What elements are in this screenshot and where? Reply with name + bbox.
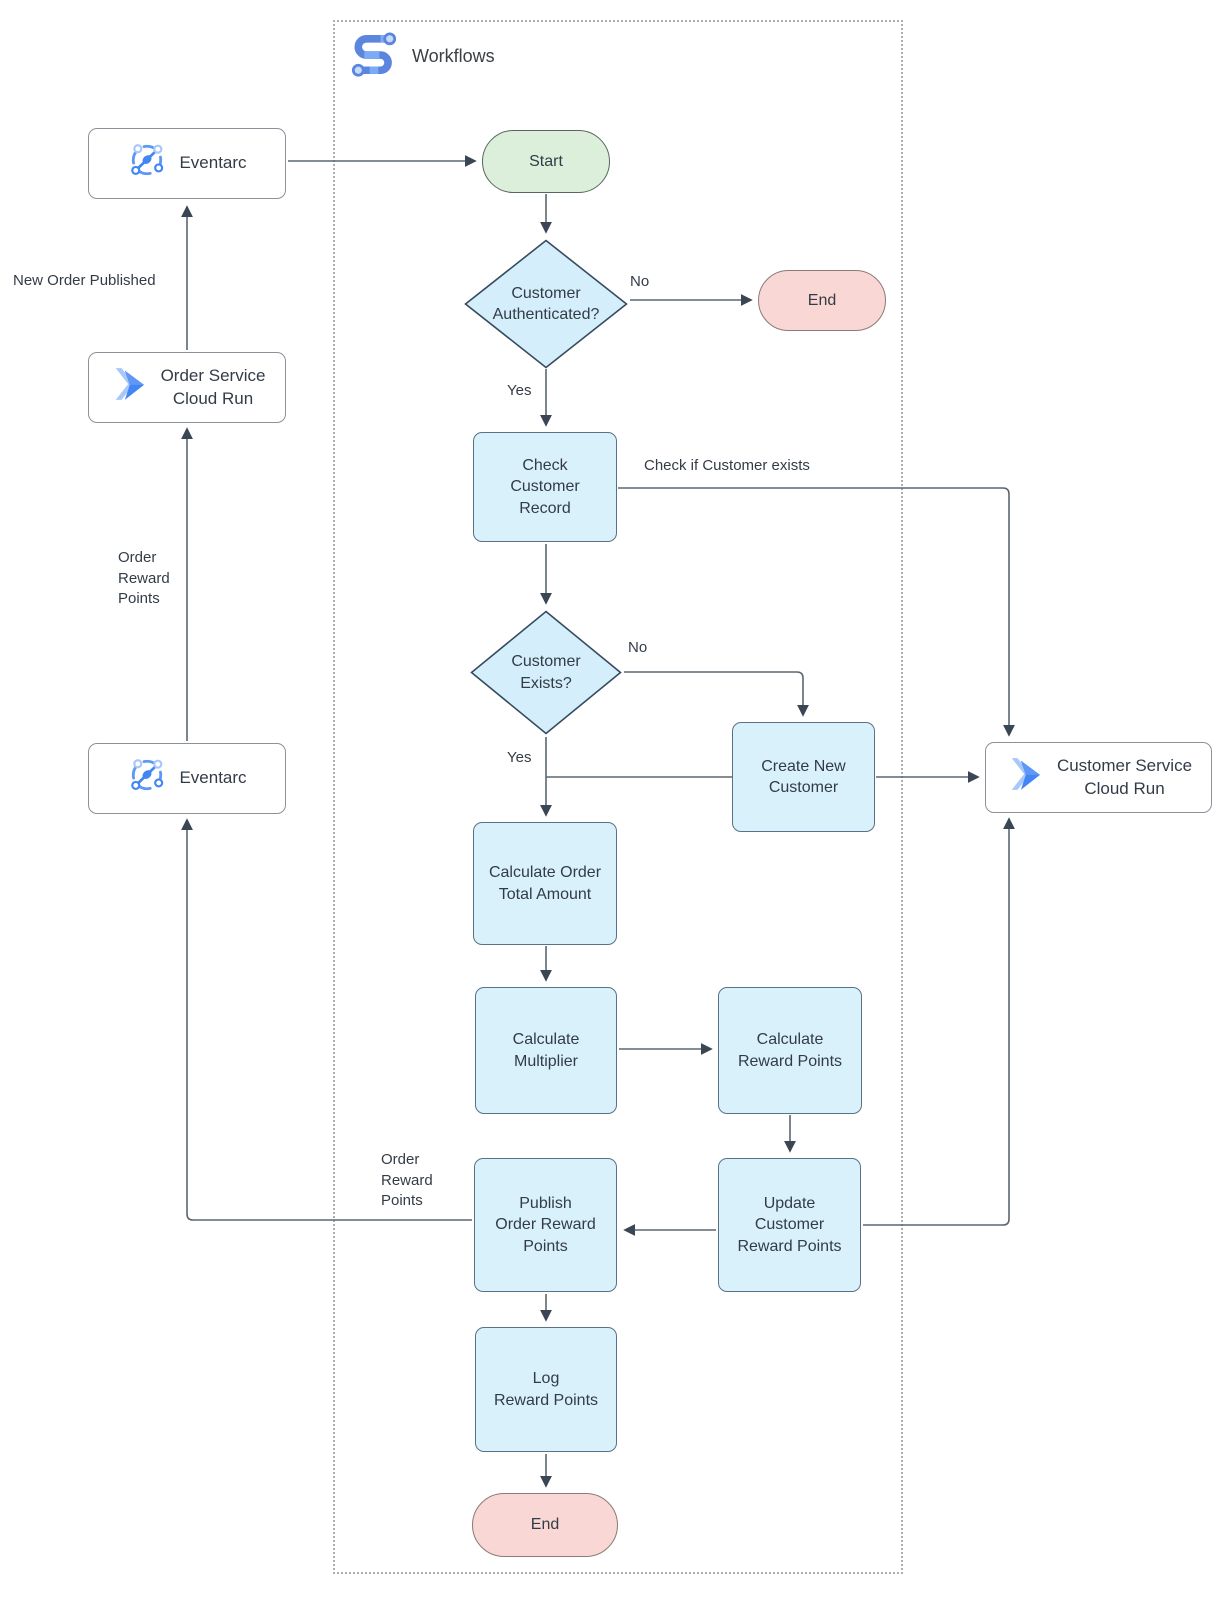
process-create-new-customer: Create New Customer: [732, 722, 875, 832]
process-calculate-reward-points: Calculate Reward Points: [718, 987, 862, 1114]
process-log-reward-points: Log Reward Points: [475, 1327, 617, 1452]
service-label: Eventarc: [179, 153, 247, 173]
service-eventarc-top: Eventarc: [88, 128, 286, 199]
node-label: Update Customer Reward Points: [737, 1195, 842, 1255]
eventarc-icon: [127, 755, 167, 801]
process-calculate-multiplier: Calculate Multiplier: [475, 987, 617, 1114]
workflows-title-label: Workflows: [412, 46, 495, 66]
service-customer-service-cloud-run: Customer Service Cloud Run: [985, 742, 1212, 813]
node-label: Calculate Order Total Amount: [488, 864, 602, 903]
edge-publish-to-eventarc: [181, 818, 472, 1221]
service-eventarc-bottom: Eventarc: [88, 743, 286, 814]
eventarc-icon: [127, 140, 167, 186]
cloud-run-icon: [1005, 754, 1045, 800]
node-label: Publish Order Reward Points: [495, 1195, 596, 1255]
process-calculate-order-total: Calculate Order Total Amount: [473, 822, 617, 945]
service-label: Customer Service Cloud Run: [1056, 756, 1193, 798]
node-label: Calculate Multiplier: [512, 1031, 580, 1070]
node-label: Start: [529, 152, 563, 170]
node-label: Customer Exists?: [511, 653, 581, 692]
decision-customer-authenticated: Customer Authenticated?: [464, 239, 628, 369]
edge-label-yes-exists: Yes: [507, 749, 532, 766]
service-order-service-cloud-run: Order Service Cloud Run: [88, 352, 286, 423]
node-end-bottom: End: [472, 1493, 618, 1557]
node-label: Customer Authenticated?: [492, 284, 600, 323]
edge-update-to-customer-service: [863, 817, 1015, 1226]
node-label: End: [807, 291, 837, 309]
edge-label-order-reward-points-mid: Order Reward Points: [381, 1151, 433, 1210]
edge-label-new-order-published: New Order Published: [13, 272, 156, 289]
node-label: Calculate Reward Points: [737, 1031, 843, 1070]
edge-label-yes-authenticated: Yes: [507, 382, 532, 399]
edge-label-no-authenticated: No: [630, 273, 650, 290]
edge-exists-no-to-create: [624, 671, 809, 717]
cloud-run-icon: [109, 364, 149, 410]
service-label: Eventarc: [179, 768, 247, 788]
node-label: Check Customer Record: [510, 457, 580, 517]
workflows-title: Workflows: [348, 28, 495, 85]
process-update-customer-reward-points: Update Customer Reward Points: [718, 1158, 861, 1292]
edge-label-no-exists: No: [628, 639, 648, 656]
decision-customer-exists: Customer Exists?: [470, 610, 622, 735]
node-end-top: End: [758, 270, 886, 331]
edge-check-to-customer-service: [618, 487, 1015, 737]
node-start: Start: [482, 130, 610, 193]
service-label: Order Service Cloud Run: [160, 366, 266, 408]
edge-label-order-reward-points-left: Order Reward Points: [118, 549, 170, 608]
process-publish-order-reward-points: Publish Order Reward Points: [474, 1158, 617, 1292]
workflows-container: [333, 20, 903, 1574]
workflows-icon: [348, 28, 400, 85]
edge-label-check-if-customer-exists: Check if Customer exists: [644, 457, 810, 474]
node-label: Create New Customer: [761, 757, 846, 796]
node-label: End: [530, 1516, 560, 1534]
node-label: Log Reward Points: [493, 1370, 599, 1409]
process-check-customer-record: Check Customer Record: [473, 432, 617, 542]
